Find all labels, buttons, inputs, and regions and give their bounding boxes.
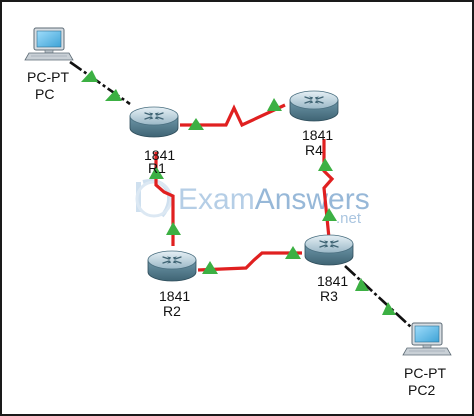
link-status-indicator — [318, 158, 333, 171]
link-status-indicator — [267, 98, 282, 111]
link-status-indicator — [202, 261, 218, 274]
link-status-indicator — [188, 118, 204, 130]
link-status-indicator — [166, 222, 181, 235]
link-r2-r1[interactable] — [149, 152, 181, 246]
pc-pc2[interactable]: PC-PT PC2 — [402, 322, 452, 398]
router-model-label: 1841 — [302, 127, 333, 143]
link-r3-r2[interactable] — [197, 246, 302, 274]
router-icon — [289, 90, 339, 122]
pc-icon — [402, 322, 452, 356]
link-status-indicator — [81, 70, 98, 82]
link-status-indicator — [355, 278, 369, 291]
pc-icon — [24, 27, 74, 61]
pc-name-label: PC2 — [408, 382, 435, 398]
watermark: ExamAnswers .net — [135, 179, 370, 227]
link-pc-r1[interactable] — [69, 60, 131, 106]
link-status-indicator — [285, 246, 301, 259]
watermark-part2: Answers — [255, 183, 370, 216]
router-name-label: R3 — [320, 288, 338, 304]
router-model-label: 1841 — [144, 147, 175, 163]
link-status-indicator — [149, 166, 164, 179]
router-r4[interactable]: 1841 R4 — [289, 90, 339, 158]
router-model-label: 1841 — [317, 273, 348, 289]
link-r3-pc2[interactable] — [344, 265, 413, 329]
router-icon — [304, 234, 354, 266]
router-icon — [147, 250, 197, 282]
router-name-label: R4 — [305, 142, 323, 158]
router-icon — [129, 106, 179, 138]
pc-type-label: PC-PT — [404, 365, 446, 381]
svg-text:ExamAnswers: ExamAnswers — [178, 183, 370, 216]
router-model-label: 1841 — [159, 288, 190, 304]
pc-pc[interactable]: PC-PT PC — [24, 27, 74, 102]
link-r1-r4[interactable] — [180, 98, 286, 130]
router-name-label: R1 — [148, 160, 166, 176]
pc-name-label: PC — [35, 86, 54, 102]
link-status-indicator — [382, 302, 396, 315]
router-r1[interactable]: 1841 R1 — [129, 106, 179, 176]
router-r2[interactable]: 1841 R2 — [147, 250, 197, 319]
watermark-suffix: .net — [336, 210, 362, 227]
link-r4-r3[interactable] — [318, 139, 337, 239]
watermark-logo-icon — [135, 179, 173, 218]
router-name-label: R2 — [163, 303, 181, 319]
router-r3[interactable]: 1841 R3 — [304, 234, 354, 304]
link-status-indicator — [105, 89, 122, 101]
link-status-indicator — [322, 208, 337, 221]
pc-type-label: PC-PT — [27, 69, 69, 85]
watermark-part1: Exam — [178, 183, 255, 216]
